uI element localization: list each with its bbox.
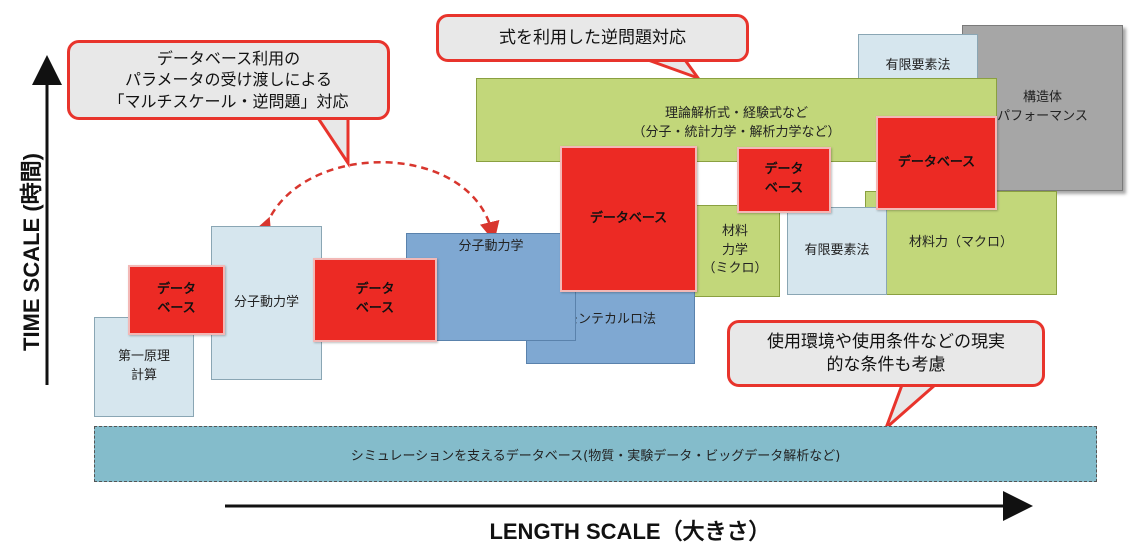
database-box-2: データ ベース: [313, 258, 437, 342]
time-scale-label: TIME SCALE (時間): [19, 153, 44, 351]
molecular-dynamics-small-box: 分子動力学: [211, 226, 322, 380]
multiscale-callout: データベース利用の パラメータの受け渡しによる 「マルチスケール・逆問題」対応: [67, 40, 390, 120]
database-box-1: データ ベース: [128, 265, 225, 335]
length-scale-label: LENGTH SCALE（大きさ）: [489, 519, 771, 544]
callout-tail-multiscale: [315, 116, 350, 168]
simulation-database-bar: シミュレーションを支えるデータベース(物質・実験データ・ビッグデータ解析など): [94, 426, 1097, 482]
multiscale-dashed-arrow: [253, 161, 500, 242]
callout-tail-formula: [647, 58, 703, 82]
callout-tail-environment: [884, 383, 939, 430]
database-box-3: データベース: [560, 146, 697, 292]
database-box-4: データ ベース: [737, 147, 831, 213]
environment-callout: 使用環境や使用条件などの現実 的な条件も考慮: [727, 320, 1045, 387]
formula-callout: 式を利用した逆問題対応: [436, 14, 749, 62]
material-micro-box: 材料 力学 （ミクロ）: [690, 205, 780, 297]
database-box-5: データベース: [876, 116, 997, 210]
fem-lower-box: 有限要素法: [787, 207, 887, 295]
theory-box: 理論解析式・経験式など （分子・統計力学・解析力学など）: [476, 78, 997, 162]
